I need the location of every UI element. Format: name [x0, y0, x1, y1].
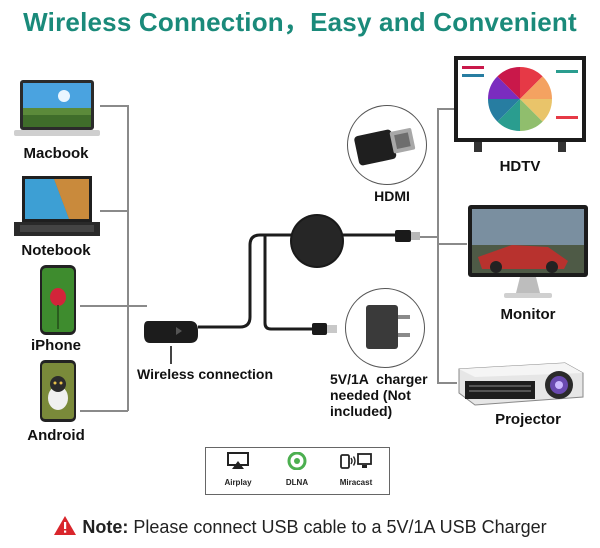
protocol-label-miracast: Miracast — [339, 478, 373, 487]
dongle-body — [288, 212, 346, 270]
left-connector-iphone — [80, 305, 128, 307]
hdmi-plug — [395, 229, 421, 243]
device-label-notebook: Notebook — [21, 242, 91, 259]
device-label-macbook: Macbook — [23, 145, 89, 162]
note-text: Please connect USB cable to a 5V/1A USB … — [128, 517, 547, 537]
hdtv-image — [454, 56, 586, 156]
hdmi-connector-callout — [347, 105, 427, 185]
protocol-box: Airplay DLNA Miracast — [205, 447, 390, 495]
android-image — [40, 360, 76, 422]
usb-charger-note: Note: Please connect USB cable to a 5V/1… — [0, 515, 600, 538]
receiver-label: Wireless connection — [137, 366, 274, 382]
left-bracket-vertical — [127, 105, 129, 411]
notebook-image — [14, 176, 100, 238]
protocol-label-airplay: Airplay — [224, 478, 252, 487]
monitor-image — [468, 205, 588, 301]
receiver-stem — [170, 346, 172, 364]
charger-label-line1: 5V/1A charger — [330, 371, 428, 387]
right-connector-hdtv — [437, 108, 457, 110]
macbook-image — [14, 80, 100, 138]
airplay-icon — [227, 452, 249, 469]
device-label-projector: Projector — [495, 411, 561, 428]
dlna-icon — [287, 451, 307, 471]
right-to-hdmi — [420, 236, 438, 238]
protocol-miracast: Miracast — [328, 452, 384, 487]
usb-plug — [312, 322, 338, 336]
protocol-airplay: Airplay — [210, 452, 266, 487]
note-prefix: Note: — [82, 517, 129, 537]
charger-label-line2: needed (Not — [330, 387, 411, 403]
hdmi-label: HDMI — [374, 188, 410, 204]
right-connector-projector — [437, 382, 457, 384]
iphone-image — [40, 265, 76, 335]
charger-callout — [345, 288, 425, 368]
device-label-android: Android — [27, 427, 85, 444]
miracast-icon — [340, 453, 372, 469]
projector-image — [455, 355, 587, 409]
device-label-iphone: iPhone — [30, 337, 81, 354]
protocol-dlna: DLNA — [269, 451, 325, 487]
device-label-monitor: Monitor — [500, 306, 556, 323]
right-connector-monitor — [437, 243, 467, 245]
left-connector-android — [80, 410, 128, 412]
left-connector-notebook — [100, 210, 128, 212]
charger-label-line3: included) — [330, 403, 393, 419]
warning-icon — [54, 516, 77, 535]
right-bracket-vertical — [437, 108, 439, 383]
device-label-hdtv: HDTV — [499, 158, 541, 175]
wireless-receiver-image — [142, 317, 200, 347]
protocol-label-dlna: DLNA — [285, 478, 309, 487]
left-to-receiver — [127, 305, 147, 307]
left-connector-macbook — [100, 105, 128, 107]
page-title: Wireless Connection，Easy and Convenient — [23, 7, 577, 37]
